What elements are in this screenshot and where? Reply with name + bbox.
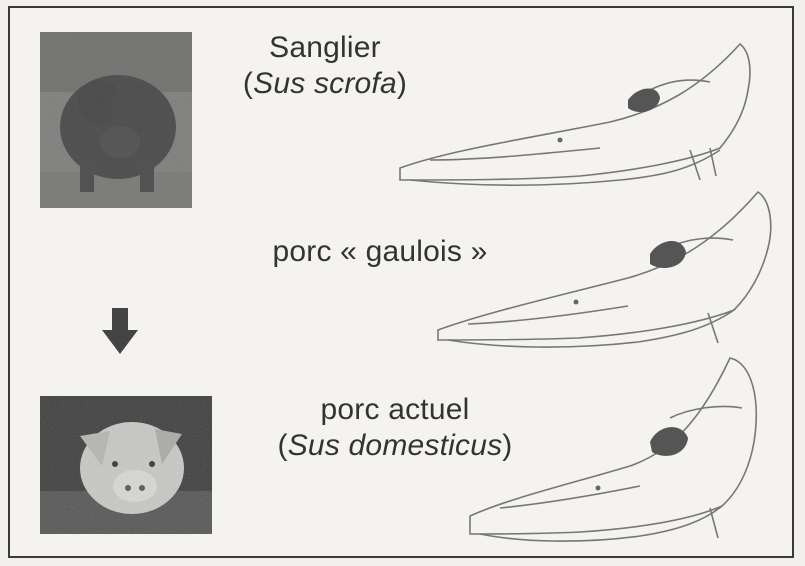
domestic-pig-photo xyxy=(40,396,212,534)
wild-boar-photo xyxy=(40,32,192,208)
latin-name: Sus scrofa xyxy=(253,67,397,100)
pig-skull-drawing xyxy=(428,178,788,358)
arrow-down-icon xyxy=(102,308,138,354)
pig-skull-drawing xyxy=(460,338,780,548)
pig-skull-drawing xyxy=(390,30,770,200)
figure-frame: Sanglier (Sus scrofa) porc « gaulois » p… xyxy=(8,6,794,558)
paren-open: ( xyxy=(243,67,253,100)
paren-open: ( xyxy=(278,429,288,462)
